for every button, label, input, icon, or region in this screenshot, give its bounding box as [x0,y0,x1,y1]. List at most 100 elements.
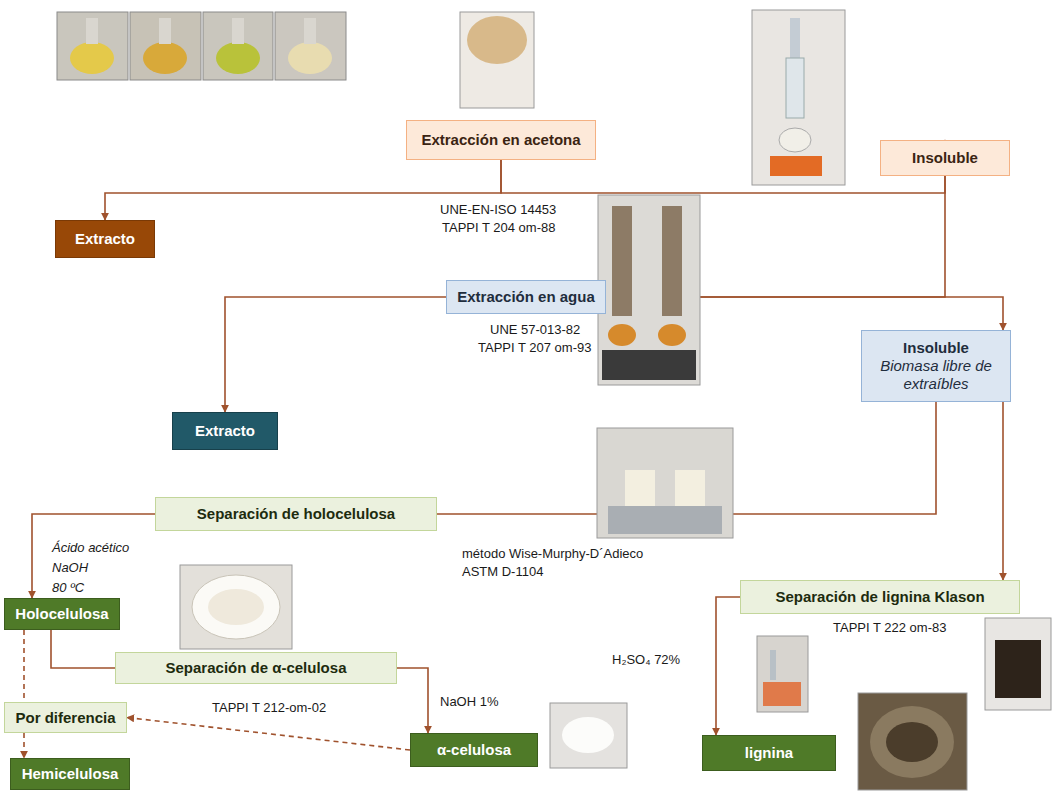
box-text: Holocelulosa [15,605,108,623]
standard-label: TAPPI T 207 om-93 [478,340,591,356]
klason-setup-photo [757,636,808,712]
cellulose-photo [550,703,627,768]
white-bowl [192,575,280,639]
photo-frame [180,565,292,649]
extractor [786,58,804,118]
process-box: Por diferencia [4,702,127,733]
flask [675,470,705,506]
flask-neck [304,18,316,44]
box-text: Extracción en agua [457,288,595,306]
flask-photos [57,12,346,80]
flasks [763,682,801,706]
photo-frame [597,428,733,538]
box-subtext: Biomasa libre de extraíbles [871,357,1001,393]
column [662,206,682,316]
hot-plate [602,350,696,380]
water-extraction-photo [598,195,700,385]
column [612,206,632,316]
photo-frame [858,693,967,790]
product-box: Holocelulosa [4,598,120,630]
box-text: Extracción en acetona [421,131,580,149]
flow-connector [51,630,115,668]
flask [216,42,260,74]
flask [608,324,636,346]
standard-label: método Wise-Murphy-D´Adieco [462,546,643,562]
box-text: Extracto [195,422,255,440]
box-text: Separación de lignina Klason [775,588,984,606]
condenser [770,650,776,680]
flask-neck [232,18,244,44]
standard-label: TAPPI T 222 om-83 [833,620,946,636]
flask [625,470,655,506]
process-box: Extracción en agua [446,280,606,314]
condenser [790,18,800,58]
flow-connector [397,668,428,733]
process-box: Separación de holocelulosa [155,497,437,531]
photo-frame [460,12,534,108]
bath [608,506,722,534]
flask-neck [159,18,171,44]
cellulose [562,717,614,753]
flask [143,42,187,74]
holocellulose-photo [180,565,292,649]
process-box: Extracción en acetona [406,120,596,160]
product-box: α-celulosa [410,733,538,767]
box-text: Separación de α-celulosa [166,659,347,677]
flow-connector [225,297,446,412]
flow-connector [32,514,155,598]
flask [70,42,114,74]
dashed-connector [23,733,25,758]
product-box: Hemicelulosa [10,758,130,790]
flow-connector [1002,402,1004,580]
beaker-photo [985,618,1051,710]
lignin-photo [858,693,967,790]
box-text: Por diferencia [15,709,115,727]
process-box: Separación de lignina Klason [740,580,1020,614]
standard-label: UNE-EN-ISO 14453 [440,202,556,218]
lignin [886,722,938,762]
condition-note: NaOH [52,560,88,576]
flask-photo [130,12,201,80]
flask-photo [57,12,128,80]
photo-frame [598,195,700,385]
product-box: Extracto [55,220,155,258]
flow-connector [716,597,740,735]
dashed-connector [23,630,25,702]
flask-photo [275,12,346,80]
photo-frame [550,703,627,768]
flask-neck [86,18,98,44]
standard-label: TAPPI T 204 om-88 [442,220,555,236]
holocellulose-fibres [208,589,264,625]
standard-label: H₂SO₄ 72% [612,652,680,668]
dashed-connector [127,718,410,751]
box-text: Hemicelulosa [22,765,119,783]
standard-label: TAPPI T 212-om-02 [212,700,326,716]
beaker [995,640,1041,698]
photo-frame [752,10,845,185]
box-text: Separación de holocelulosa [197,505,395,523]
photo-frame [757,636,808,712]
standard-label: UNE 57-013-82 [490,322,580,338]
product-box: Extracto [172,412,278,450]
box-text: α-celulosa [437,741,511,759]
flask [779,128,811,152]
soxhlet-photo [752,10,845,185]
standard-label: ASTM D-1104 [462,564,543,580]
flask [658,324,686,346]
flask [288,42,332,74]
flask-photo [203,12,273,80]
photo-frame [985,618,1051,710]
holocellulose-setup-photo [597,428,733,538]
product-box: lignina [702,735,836,771]
result-box: InsolubleBiomasa libre de extraíbles [861,330,1011,402]
lignin [870,706,954,778]
heater [770,156,822,176]
box-text: Insoluble [912,149,978,167]
box-text: Extracto [75,230,135,248]
condition-note: Ácido acético [52,540,129,556]
process-box: Separación de α-celulosa [115,652,397,684]
result-box: Insoluble [880,140,1010,176]
box-text: Insoluble [903,339,969,357]
sawdust-bowl [467,16,527,64]
